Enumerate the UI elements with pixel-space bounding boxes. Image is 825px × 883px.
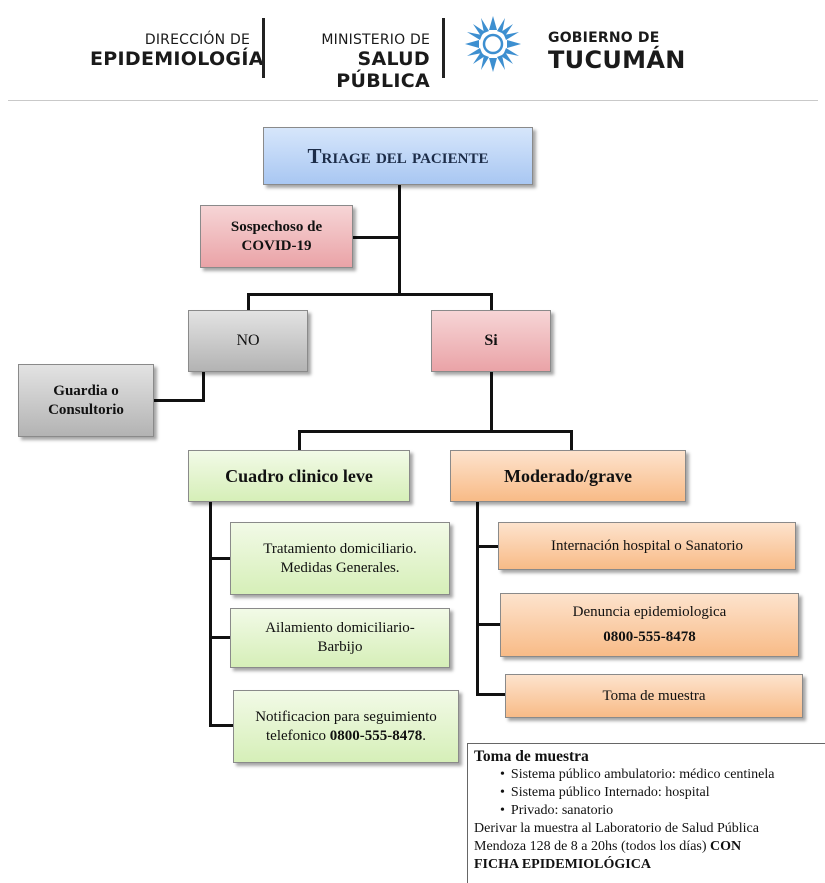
connector <box>476 623 500 626</box>
denuncia-label: Denuncia epidemiologica <box>572 604 727 621</box>
direccion-bottom: EPIDEMIOLOGÍA <box>90 48 264 70</box>
connector <box>398 185 401 295</box>
connector <box>570 430 573 450</box>
cuadro-leve-label: Cuadro clinico leve <box>225 465 373 486</box>
connector <box>476 545 498 548</box>
connector <box>476 693 505 696</box>
header-rule <box>8 100 818 101</box>
info-line2-text: Mendoza 128 de 8 a 20hs (todos los días) <box>474 839 711 854</box>
guardia-line1: Guardia o <box>53 382 119 399</box>
aislamiento-box: Ailamiento domiciliario- Barbijo <box>230 608 450 668</box>
tratamiento-box: Tratamiento domiciliario. Medidas Genera… <box>230 522 450 595</box>
info-bullet: Privado: sanatorio <box>500 802 819 820</box>
info-line2-bold: CON <box>710 839 742 854</box>
connector <box>154 399 205 402</box>
info-line1: Derivar la muestra al Laboratorio de Sal… <box>474 821 759 836</box>
info-title: Toma de muestra <box>474 748 589 765</box>
notificacion-period: . <box>422 727 426 744</box>
sospechoso-box: Sospechoso de COVID-19 <box>200 205 353 268</box>
toma-muestra-info: Toma de muestra Sistema público ambulato… <box>467 743 825 883</box>
info-list: Sistema público ambulatorio: médico cent… <box>474 766 819 820</box>
connector <box>202 372 205 401</box>
connector <box>353 236 400 239</box>
sospechoso-line2: COVID-19 <box>241 237 312 254</box>
triage-title: Triage del paciente <box>307 143 489 168</box>
connector <box>490 293 493 310</box>
no-box: NO <box>188 310 308 372</box>
header-divider <box>442 18 445 78</box>
connector <box>209 502 212 726</box>
header-direccion: DIRECCIÓN DE EPIDEMIOLOGÍA <box>90 32 264 70</box>
notificacion-text: telefonico <box>266 727 330 744</box>
moderado-grave-box: Moderado/grave <box>450 450 686 502</box>
notificacion-line1: Notificacion para seguimiento <box>255 708 437 725</box>
notificacion-box: Notificacion para seguimiento telefonico… <box>233 690 459 763</box>
denuncia-box: Denuncia epidemiologica 0800-555-8478 <box>500 593 799 657</box>
connector <box>490 372 493 432</box>
aislamiento-line2: Barbijo <box>317 639 363 655</box>
internacion-label: Internación hospital o Sanatorio <box>550 537 744 554</box>
gobierno-tucuman-logo-icon <box>465 16 521 72</box>
gobierno-bottom: TUCUMÁN <box>548 46 686 74</box>
tratamiento-line2: Medidas Generales. <box>280 559 400 576</box>
connector <box>298 430 301 450</box>
toma-muestra-label: Toma de muestra <box>602 687 706 704</box>
si-label: Si <box>484 332 498 349</box>
info-bullet: Sistema público ambulatorio: médico cent… <box>500 766 819 784</box>
ministerio-top: MINISTERIO DE <box>321 32 430 48</box>
notificacion-phone: 0800-555-8478 <box>329 727 423 744</box>
sospechoso-line1: Sospechoso de <box>230 218 323 235</box>
guardia-box: Guardia o Consultorio <box>18 364 154 437</box>
guardia-line2: Consultorio <box>48 401 124 418</box>
direccion-top: DIRECCIÓN DE <box>144 32 250 48</box>
info-line3: FICHA EPIDEMIOLÓGICA <box>474 857 651 872</box>
connector <box>247 293 250 310</box>
no-label: NO <box>236 332 260 349</box>
header-gobierno: GOBIERNO DE TUCUMÁN <box>548 30 686 74</box>
connector <box>209 557 230 560</box>
triage-title-box: Triage del paciente <box>263 127 533 185</box>
gobierno-top: GOBIERNO DE <box>548 30 660 46</box>
tratamiento-line1: Tratamiento domiciliario. <box>263 540 417 557</box>
info-line2: Mendoza 128 de 8 a 20hs (todos los días)… <box>474 838 819 856</box>
header-divider <box>262 18 265 78</box>
aislamiento-line1: Ailamiento domiciliario- <box>265 620 415 637</box>
connector <box>209 724 233 727</box>
toma-muestra-box: Toma de muestra <box>505 674 803 718</box>
info-bullet: Sistema público Internado: hospital <box>500 784 819 802</box>
connector <box>476 502 479 695</box>
connector <box>247 293 493 296</box>
moderado-grave-label: Moderado/grave <box>504 465 632 486</box>
internacion-box: Internación hospital o Sanatorio <box>498 522 796 570</box>
ministerio-bottom: SALUD PÚBLICA <box>336 48 430 92</box>
connector <box>298 430 573 433</box>
notificacion-line2: telefonico 0800-555-8478. <box>255 727 437 746</box>
denuncia-phone: 0800-555-8478 <box>603 629 696 645</box>
cuadro-leve-box: Cuadro clinico leve <box>188 450 410 502</box>
si-box: Si <box>431 310 551 372</box>
connector <box>209 636 230 639</box>
header-ministerio: MINISTERIO DE SALUD PÚBLICA <box>270 32 430 92</box>
